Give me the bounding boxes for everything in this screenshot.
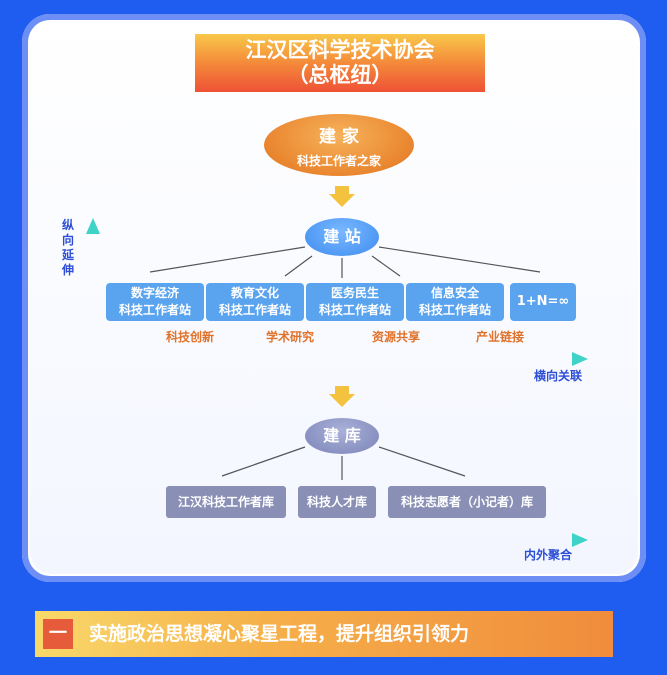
title-box: 江汉区科学技术协会 （总枢纽） (195, 34, 485, 92)
station-connectors (149, 246, 541, 278)
horizontal-axis-2-label: 内外聚合 (524, 548, 573, 562)
station-line1: 数字经济 (130, 286, 179, 300)
section-banner: 一 实施政治思想凝心聚星工程，提升组织引领力 (35, 611, 613, 657)
horizontal-axis-1-label: 横向关联 (534, 369, 583, 383)
home-node: 建 家 科技工作者之家 (264, 114, 414, 176)
station-education-culture: 教育文化 科技工作者站 (206, 283, 304, 321)
vertical-axis-arrow (86, 218, 100, 234)
down-arrows (329, 186, 355, 407)
horizontal-axis-1-arrow (572, 352, 588, 366)
library-talent: 科技人才库 (298, 486, 376, 518)
title-line1: 江汉区科学技术协会 (245, 38, 435, 62)
station-line1: 1+N=∞ (516, 294, 570, 309)
vertical-axis-label: 纵向延伸 (62, 218, 75, 277)
function-label-innovation: 科技创新 (166, 330, 215, 344)
station-line2: 科技工作者站 (118, 303, 191, 317)
home-subtitle: 科技工作者之家 (296, 154, 381, 168)
library-connectors (221, 446, 466, 480)
station-line1: 信息安全 (430, 286, 479, 300)
station-line2: 科技工作者站 (218, 303, 291, 317)
home-title: 建 家 (319, 127, 359, 147)
library-jianghan: 江汉科技工作者库 (166, 486, 286, 518)
horizontal-axis-2-arrow (572, 533, 588, 547)
station-line1: 教育文化 (230, 286, 279, 300)
function-label-sharing: 资源共享 (372, 330, 421, 344)
banner-number: 一 (43, 619, 73, 649)
station-one-plus-n: 1+N=∞ (510, 283, 576, 321)
function-label-research: 学术研究 (266, 330, 315, 344)
function-label-industry: 产业链接 (476, 330, 525, 344)
title-line2: （总枢纽） (287, 63, 393, 87)
library-volunteer: 科技志愿者（小记者）库 (388, 486, 546, 518)
station-medical: 医务民生 科技工作者站 (306, 283, 404, 321)
station-line1: 医务民生 (330, 286, 379, 300)
station-digital-economy: 数字经济 科技工作者站 (106, 283, 204, 321)
station-hub-node: 建 站 (305, 218, 379, 256)
station-line2: 科技工作者站 (418, 303, 491, 317)
station-line2: 科技工作者站 (318, 303, 391, 317)
banner-text: 实施政治思想凝心聚星工程，提升组织引领力 (89, 623, 470, 645)
station-info-security: 信息安全 科技工作者站 (406, 283, 504, 321)
library-hub-node: 建 库 (305, 418, 379, 454)
